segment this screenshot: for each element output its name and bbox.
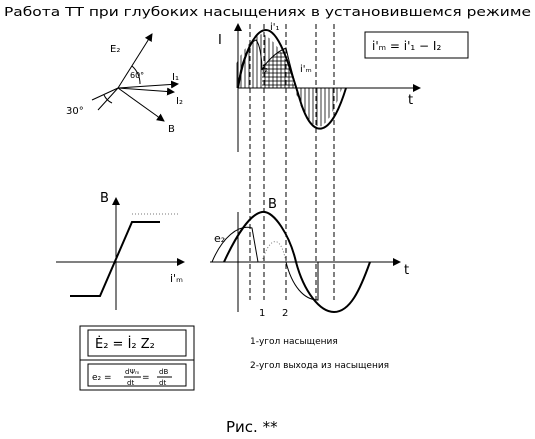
vector-diagram: E₂ 60° I₁ I₂ 30° B xyxy=(66,33,183,135)
e2-dotted-part xyxy=(261,241,287,263)
formula-box-inner-1 xyxy=(87,329,187,357)
formula-emf-den1: dt xyxy=(127,379,134,387)
bh-curve xyxy=(70,221,160,297)
legend-item-desaturation-angle: 2-угол выхода из насыщения xyxy=(250,361,389,371)
angle-60-label: 60° xyxy=(130,71,144,80)
flux-b-label: B xyxy=(268,197,277,212)
formula-emf-mid: = xyxy=(142,373,150,383)
formula-ohm: Ė₂ = İ₂ Z₂ xyxy=(95,336,155,352)
bh-x-label: i'ₘ xyxy=(170,272,183,285)
magnetizing-current-hatch xyxy=(262,48,296,88)
current-formula-box xyxy=(364,31,469,59)
formula-box-outer xyxy=(79,325,195,391)
formula-emf-num1: dΨₘ xyxy=(125,368,139,376)
negative-lobe-hatch xyxy=(294,88,342,127)
b-vector-label: B xyxy=(168,124,175,135)
e2-vector xyxy=(117,33,153,89)
formula-emf-lhs: e₂ = xyxy=(92,373,112,383)
i1-vector xyxy=(117,80,179,89)
e2-vector-label: E₂ xyxy=(110,44,120,55)
saturation-angle-mark-2: 2 xyxy=(282,308,288,319)
flux-x-label: t xyxy=(404,263,409,278)
i2-vector-label: I₂ xyxy=(176,96,183,107)
current-formula: i'ₘ = i'₁ − I₂ xyxy=(372,39,441,53)
formula-box-inner-2 xyxy=(87,363,187,387)
formula-emf-num2: dB xyxy=(159,368,168,376)
flux-e2-label: e₂ xyxy=(214,232,225,245)
page-title: Работа ТТ при глубоких насыщениях в уста… xyxy=(4,4,531,19)
flux-b-curve xyxy=(223,210,371,314)
angle-30-arc xyxy=(103,94,113,104)
reference-line-2 xyxy=(97,87,119,111)
formula-box: Ė₂ = İ₂ Z₂ e₂ = dΨₘ dt = dB dt xyxy=(79,325,195,391)
e2-curve xyxy=(211,226,370,301)
i2-curve-label: i₂ xyxy=(262,65,269,75)
flux-graph: B e₂ t 1 2 xyxy=(210,197,409,319)
current-y-label: I xyxy=(218,33,222,48)
reference-line xyxy=(91,87,119,101)
i2-vector xyxy=(117,87,175,96)
i1-peak-label: i'₁ xyxy=(270,22,280,33)
legend-item-saturation-angle: 1-угол насыщения xyxy=(250,337,338,347)
saturation-angle-mark-1: 1 xyxy=(259,308,265,319)
b-vector xyxy=(117,87,165,122)
current-graph: I t i'₁ i₂ i'ₘ i'ₘ = i'₁ − I₂ xyxy=(218,22,469,300)
i1-vector-label: I₁ xyxy=(172,72,179,83)
bh-graph: B i'ₘ xyxy=(56,191,185,310)
figure-caption: Рис. ** xyxy=(226,418,278,436)
current-x-label: t xyxy=(408,93,413,108)
angle-30-label: 30° xyxy=(66,106,84,117)
angle-60-arc xyxy=(131,65,141,85)
formula-emf-den2: dt xyxy=(159,379,166,387)
imag-curve-label: i'ₘ xyxy=(300,64,312,75)
secondary-current-curve xyxy=(237,39,297,89)
bh-y-label: B xyxy=(100,191,109,206)
